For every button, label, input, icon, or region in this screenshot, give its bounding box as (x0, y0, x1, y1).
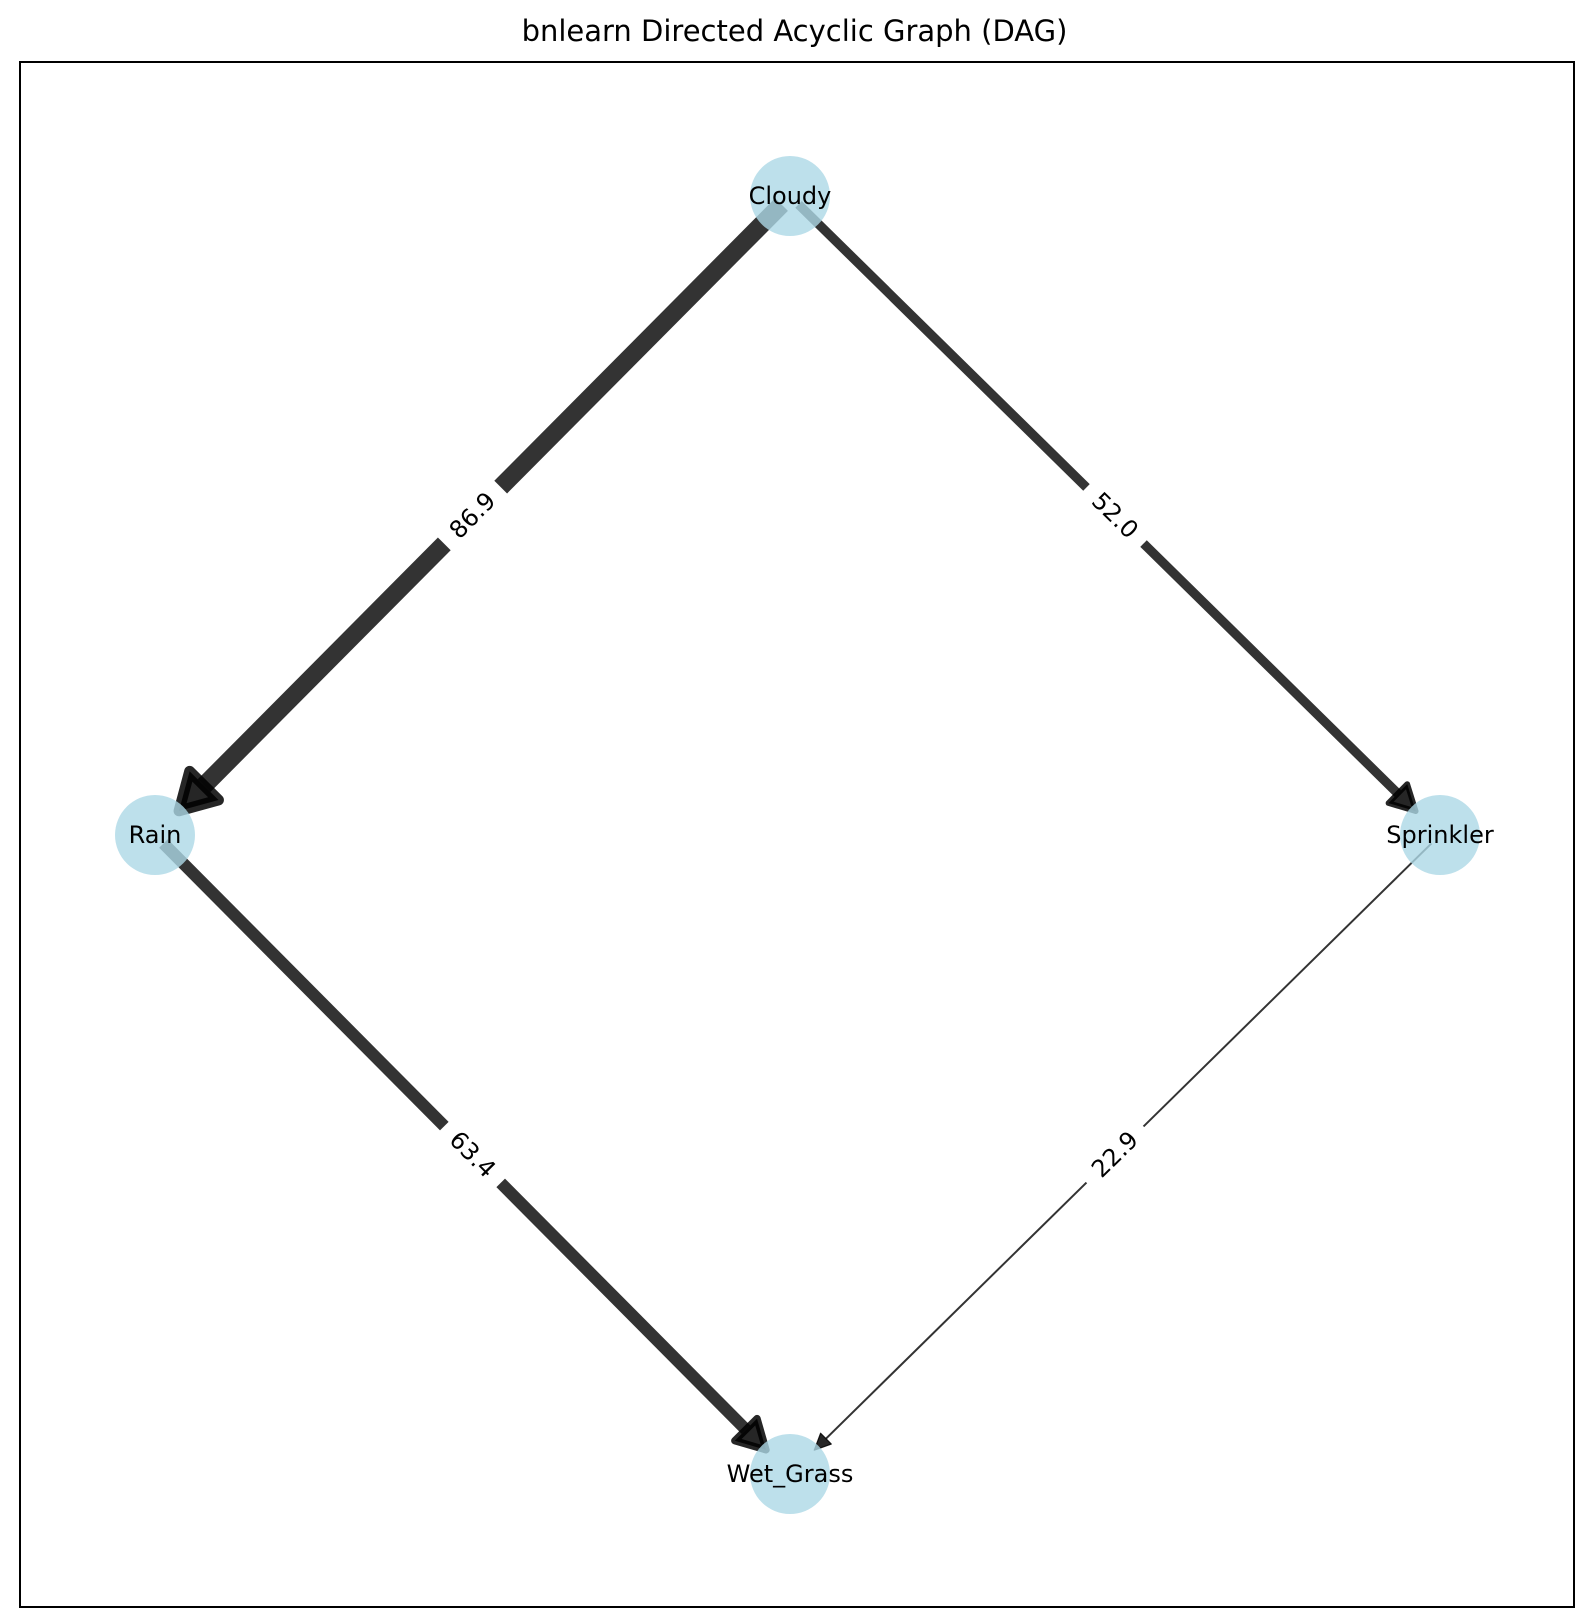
edge-line (197, 537, 451, 792)
node-sprinkler: Sprinkler (1386, 795, 1494, 875)
page-title: bnlearn Directed Acyclic Graph (DAG) (521, 14, 1068, 48)
edge-line (496, 1178, 751, 1434)
edge-line (159, 839, 449, 1131)
node-wet-grass: Wet_Grass (727, 1434, 854, 1514)
edge-sprinkler-wet-grass: 22.9 (813, 842, 1433, 1451)
edge-line (1140, 540, 1402, 797)
node-label: Rain (129, 821, 182, 849)
edge-cloudy-sprinkler: 52.0 (795, 201, 1419, 814)
node-label: Wet_Grass (727, 1460, 854, 1488)
node-cloudy: Cloudy (749, 156, 832, 236)
edge-weight-label: 86.9 (444, 487, 502, 545)
node-circle (1400, 795, 1480, 875)
node-circle (750, 156, 830, 236)
node-circle (115, 795, 195, 875)
edge-line (1142, 842, 1433, 1128)
edge-line (494, 198, 788, 494)
node-label: Sprinkler (1386, 821, 1494, 849)
edge-weight-label: 63.4 (444, 1126, 502, 1184)
edge-line (795, 201, 1090, 491)
edge-cloudy-rain: 86.9 (173, 198, 788, 817)
node-rain: Rain (115, 795, 195, 875)
edges-layer: 86.9 52.0 63.4 22.9 (159, 198, 1433, 1454)
edge-weight-label: 52.0 (1086, 487, 1144, 544)
plot-frame (19, 61, 1575, 1608)
edge-weight-label: 22.9 (1086, 1126, 1144, 1183)
edge-line (825, 1181, 1088, 1440)
arrow-head (1385, 781, 1419, 814)
arrow-head (173, 765, 224, 817)
arrow-head (731, 1414, 770, 1454)
edge-rain-wet-grass: 63.4 (159, 839, 770, 1454)
node-label: Cloudy (749, 182, 832, 210)
node-circle (750, 1434, 830, 1514)
